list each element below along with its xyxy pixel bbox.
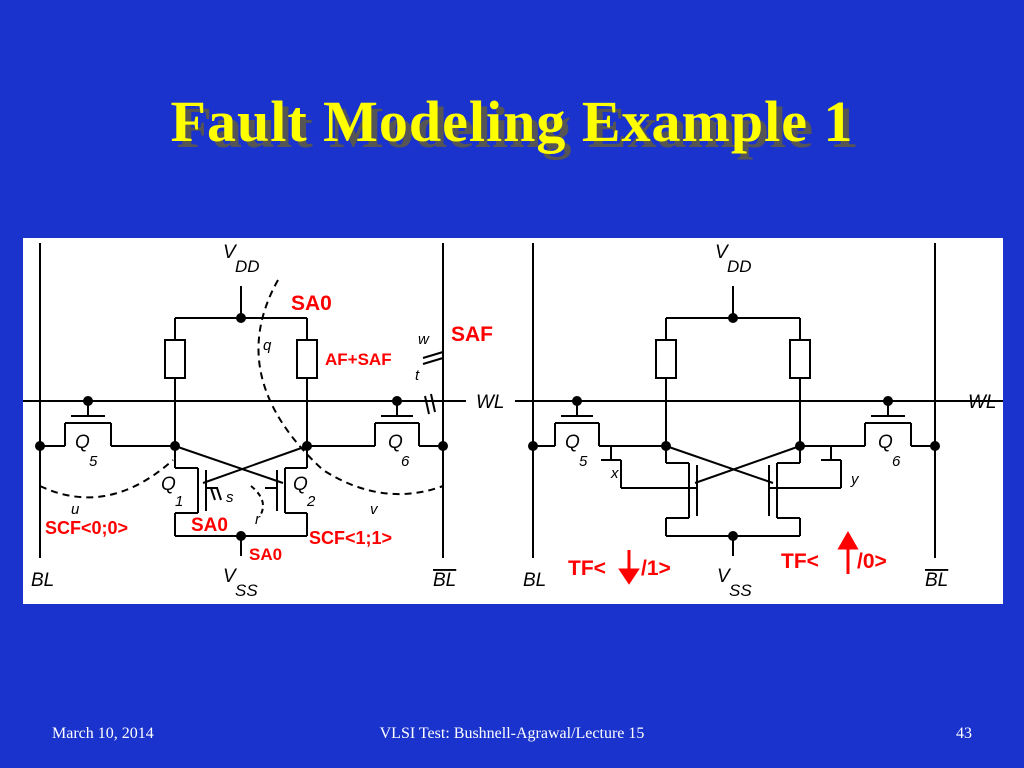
vss-sub-left: SS — [235, 581, 258, 600]
fault-scf-1-1: SCF<1;1> — [309, 528, 392, 548]
coupling-arc-u — [39, 459, 174, 499]
q6-label-left: Q — [388, 432, 403, 453]
q2-sub: 2 — [306, 493, 316, 510]
q1-sub: 1 — [175, 493, 183, 510]
up-arrow-head-icon — [837, 530, 859, 550]
circuit-schematic: V DD V SS WL BL BL Q 5 Q 6 Q 1 Q 2 q w t… — [23, 242, 1003, 600]
vss-label-right: V — [717, 566, 732, 587]
q2-label: Q — [293, 474, 308, 495]
vdd-sub-right: DD — [727, 257, 752, 276]
q1-label: Q — [161, 474, 176, 495]
vss-sub-right: SS — [729, 581, 752, 600]
node-q-label: q — [263, 337, 272, 354]
vdd-sub-left: DD — [235, 257, 260, 276]
node-t-label: t — [415, 367, 420, 384]
vss-label-left: V — [223, 566, 238, 587]
node-x-label: x — [610, 465, 619, 482]
wl-label-right: WL — [968, 392, 997, 413]
q6-label-right: Q — [878, 432, 893, 453]
fault-sa0-top: SA0 — [291, 292, 332, 315]
fault-sa0-low: SA0 — [249, 545, 282, 564]
junction-dots — [35, 313, 940, 541]
left-pullup-resistor-1 — [164, 339, 186, 379]
down-arrow-head-icon — [618, 568, 640, 585]
coupling-arc-v — [257, 279, 444, 495]
right-pullup-resistor-2 — [789, 339, 811, 379]
bl-bar-label-right: BL — [925, 570, 948, 591]
q5-label-left: Q — [75, 432, 90, 453]
node-s-label: s — [226, 489, 234, 506]
q5-sub-right: 5 — [579, 453, 588, 470]
bl-bar-label-left: BL — [433, 570, 456, 591]
node-r-label: r — [255, 511, 261, 528]
fault-saf: SAF — [451, 323, 493, 346]
q6-sub-left: 6 — [401, 453, 410, 470]
tf-up-prefix: TF< — [781, 550, 819, 573]
tf-down-prefix: TF< — [568, 557, 606, 580]
node-u-label: u — [71, 501, 80, 518]
slide-title: Fault Modeling Example 1 — [170, 89, 854, 154]
right-pullup-resistor-1 — [655, 339, 677, 379]
fault-af-saf: AF+SAF — [325, 350, 392, 369]
tf-down-suffix: /1> — [641, 557, 671, 580]
left-pullup-resistor-2 — [296, 339, 318, 379]
vdd-label-left: V — [223, 242, 238, 263]
sram-fault-diagram: V DD V SS WL BL BL Q 5 Q 6 Q 1 Q 2 q w t… — [23, 238, 1003, 604]
node-v-label: v — [370, 501, 379, 518]
wl-label-left: WL — [476, 392, 505, 413]
fault-scf-0-0: SCF<0;0> — [45, 518, 128, 538]
page-number: 43 — [956, 725, 972, 742]
node-w-label: w — [418, 331, 430, 348]
node-y-label: y — [850, 471, 860, 488]
bl-label-left: BL — [31, 570, 54, 591]
bl-label-right: BL — [523, 570, 546, 591]
tf-up-suffix: /0> — [857, 550, 887, 573]
fault-sa0-mid: SA0 — [191, 515, 228, 536]
q5-sub-left: 5 — [89, 453, 98, 470]
q6-sub-right: 6 — [892, 453, 901, 470]
q5-label-right: Q — [565, 432, 580, 453]
vdd-label-right: V — [715, 242, 730, 263]
footer-course: VLSI Test: Bushnell-Agrawal/Lecture 15 — [379, 725, 645, 742]
footer-date: March 10, 2014 — [52, 725, 154, 742]
